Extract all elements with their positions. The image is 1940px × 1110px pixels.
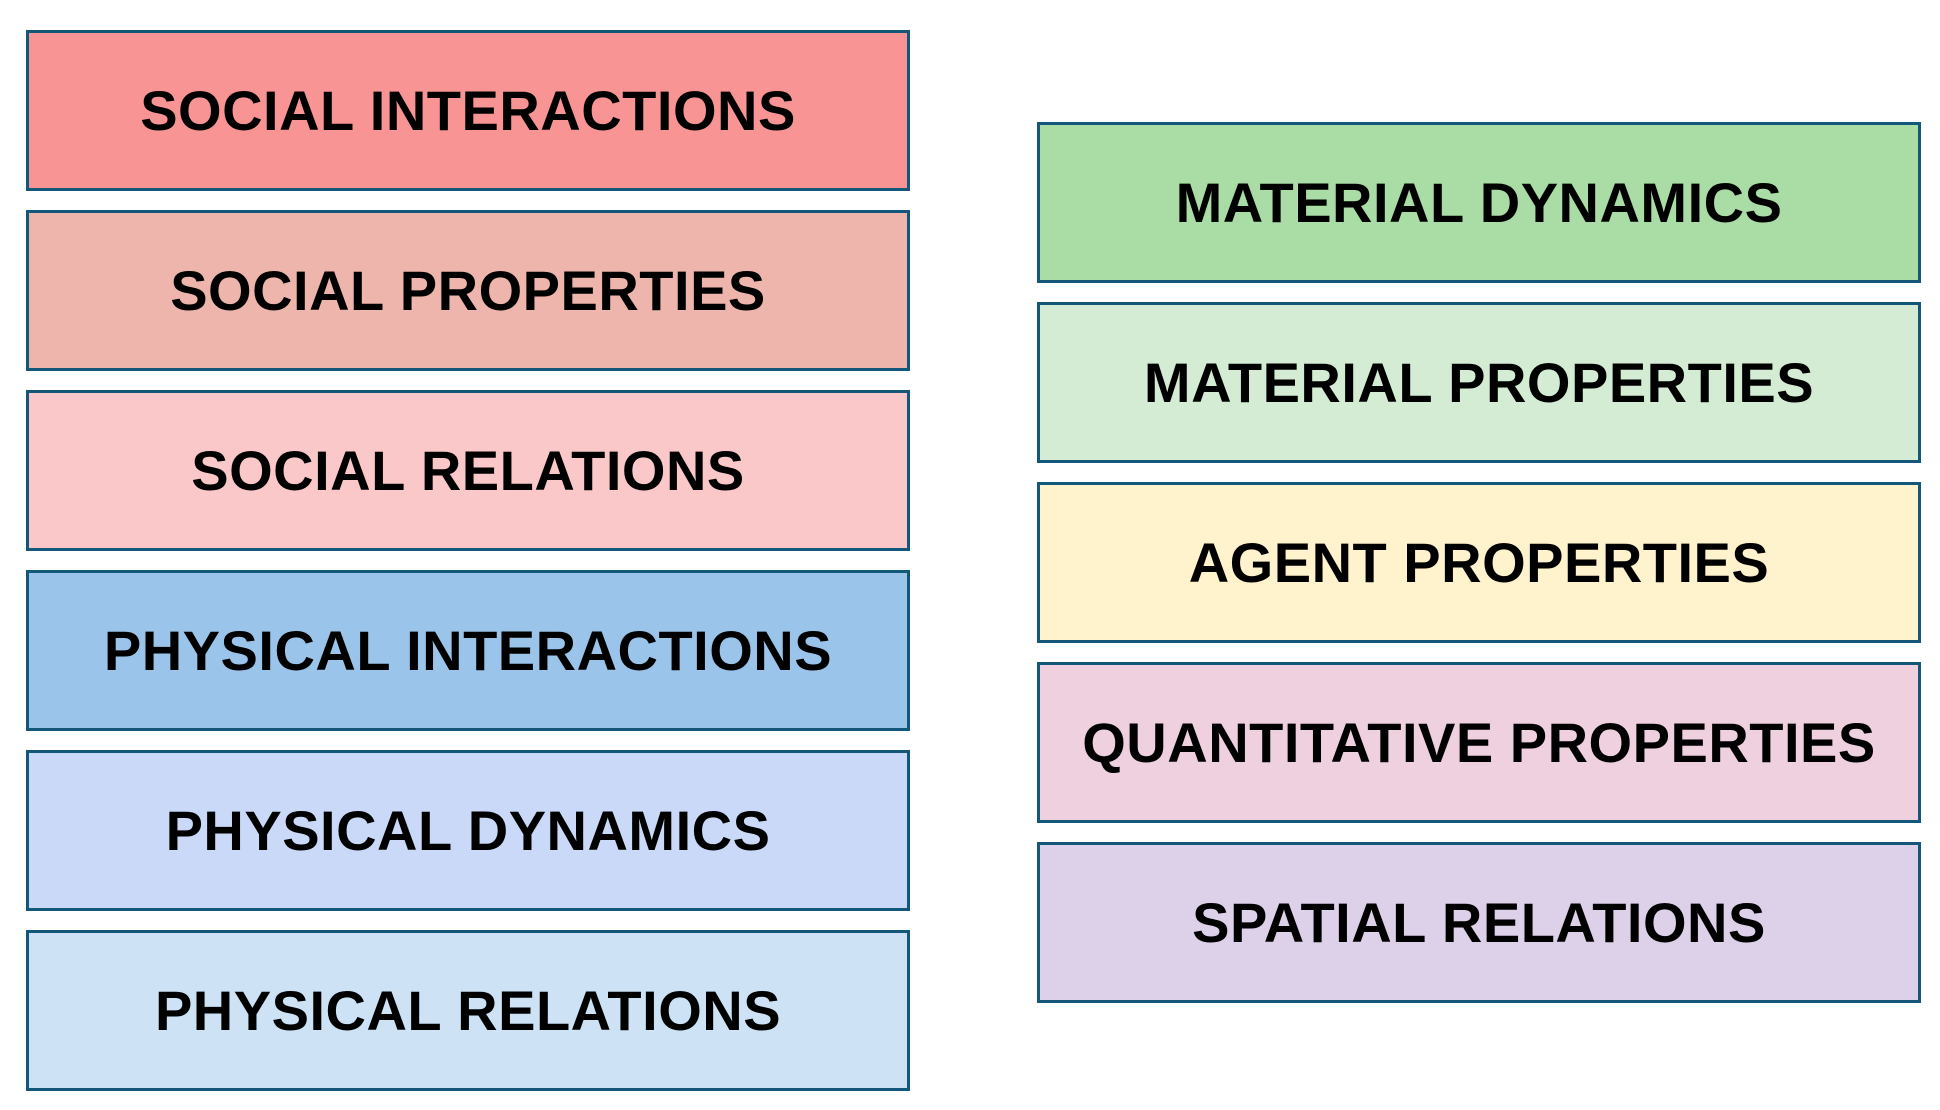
category-label: SPATIAL RELATIONS (1192, 891, 1766, 954)
category-social-interactions: SOCIAL INTERACTIONS (26, 30, 910, 191)
category-label: PHYSICAL INTERACTIONS (103, 619, 833, 682)
category-label: PHYSICAL DYNAMICS (165, 799, 771, 862)
category-material-dynamics: MATERIAL DYNAMICS (1037, 122, 1921, 283)
category-label: MATERIAL PROPERTIES (1143, 351, 1815, 414)
category-spatial-relations: SPATIAL RELATIONS (1037, 842, 1921, 1003)
left-category-column: SOCIAL INTERACTIONS SOCIAL PROPERTIES SO… (26, 30, 910, 1110)
category-physical-interactions: PHYSICAL INTERACTIONS (26, 570, 910, 731)
category-social-relations: SOCIAL RELATIONS (26, 390, 910, 551)
category-social-properties: SOCIAL PROPERTIES (26, 210, 910, 371)
category-agent-properties: AGENT PROPERTIES (1037, 482, 1921, 643)
category-physical-dynamics: PHYSICAL DYNAMICS (26, 750, 910, 911)
category-label: MATERIAL DYNAMICS (1175, 171, 1783, 234)
category-label: SOCIAL PROPERTIES (170, 259, 766, 322)
category-label: SOCIAL RELATIONS (191, 439, 745, 502)
category-label: QUANTITATIVE PROPERTIES (1082, 711, 1876, 774)
right-category-column: MATERIAL DYNAMICS MATERIAL PROPERTIES AG… (1037, 122, 1921, 1022)
category-physical-relations: PHYSICAL RELATIONS (26, 930, 910, 1091)
category-material-properties: MATERIAL PROPERTIES (1037, 302, 1921, 463)
category-label: AGENT PROPERTIES (1188, 531, 1770, 594)
category-label: PHYSICAL RELATIONS (154, 979, 782, 1042)
category-label: SOCIAL INTERACTIONS (140, 79, 796, 142)
category-quantitative-properties: QUANTITATIVE PROPERTIES (1037, 662, 1921, 823)
